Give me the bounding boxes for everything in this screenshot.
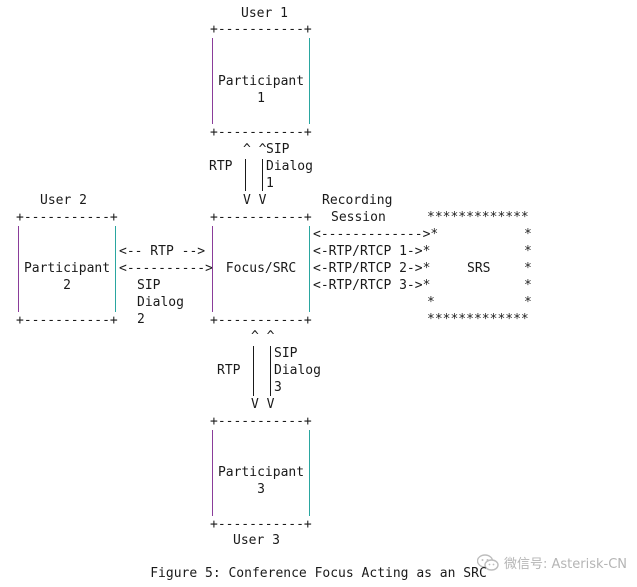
p2-left-bar	[18, 226, 19, 312]
top-down-arrows: V V	[243, 193, 267, 208]
p3-top-border: +-----------+	[210, 414, 312, 429]
p2-number: 2	[63, 278, 71, 293]
srs-right-star-4: *	[524, 278, 532, 293]
bottom-sip-line	[270, 346, 271, 396]
top-dialog-label: Dialog	[266, 159, 313, 174]
p3-bottom-border: +-----------+	[210, 517, 312, 532]
srs-arrow-rtp3: <-RTP/RTCP 3->*	[313, 278, 431, 293]
srs-arrow-recording: <------------->*	[313, 227, 439, 242]
p1-number: 1	[257, 91, 265, 106]
p2-name: Participant	[23, 261, 111, 276]
focus-bottom-border: +-----------+	[210, 313, 312, 328]
p3-right-bar	[309, 430, 310, 516]
srs-arrow-rtp2: <-RTP/RTCP 2->*	[313, 261, 431, 276]
user2-label: User 2	[40, 193, 87, 208]
srs-arrow-rtp1: <-RTP/RTCP 1->*	[313, 244, 431, 259]
left-rtp-arrow: <-- RTP -->	[119, 244, 206, 259]
p2-top-border: +-----------+	[16, 210, 118, 225]
focus-top-border: +-----------+	[210, 210, 312, 225]
left-sip-label: SIP	[137, 278, 161, 293]
bottom-sip-label: SIP	[274, 346, 298, 361]
focus-label: Focus/SRC	[225, 261, 297, 276]
top-up-arrows: ^ ^	[243, 142, 267, 157]
srs-right-star-1: *	[524, 227, 532, 242]
left-dialog-label: Dialog	[137, 295, 184, 310]
srs-top-border: *************	[427, 210, 529, 225]
top-rtp-line	[245, 159, 246, 191]
srs-right-star-2: *	[524, 244, 532, 259]
top-sip-line	[262, 159, 263, 191]
user3-label: User 3	[233, 533, 280, 548]
srs-right-star-3: *	[524, 261, 532, 276]
p3-number: 3	[257, 482, 265, 497]
bottom-dialog-number: 3	[274, 380, 282, 395]
p3-left-bar	[212, 430, 213, 516]
p1-left-bar	[212, 38, 213, 124]
srs-right-star-5: *	[524, 295, 532, 310]
bottom-rtp-label: RTP	[217, 363, 241, 378]
srs-left-star-5: *	[427, 295, 435, 310]
srs-label: SRS	[467, 261, 491, 276]
focus-right-bar	[309, 226, 310, 312]
wechat-icon	[476, 553, 499, 572]
p3-name: Participant	[217, 465, 305, 480]
p1-bottom-border: +-----------+	[210, 125, 312, 140]
focus-left-bar	[212, 226, 213, 312]
bottom-down-arrows: V V	[251, 397, 275, 412]
p2-bottom-border: +-----------+	[16, 313, 118, 328]
bottom-up-arrows: ^ ^	[251, 329, 275, 344]
watermark-text: 微信号: Asterisk-CN	[503, 557, 627, 572]
user1-label: User 1	[241, 6, 288, 21]
top-rtp-label: RTP	[209, 159, 233, 174]
wechat-watermark: 微信号: Asterisk-CN	[476, 553, 627, 572]
p1-top-border: +-----------+	[210, 22, 312, 37]
session-label: Session	[331, 210, 386, 225]
left-sip-arrow: <---------->	[119, 261, 213, 276]
top-dialog-number: 1	[266, 176, 274, 191]
recording-label: Recording	[322, 193, 393, 208]
srs-bottom-border: *************	[427, 312, 529, 327]
figure-caption: Figure 5: Conference Focus Acting as an …	[150, 566, 487, 581]
p1-right-bar	[309, 38, 310, 124]
p1-name: Participant	[217, 74, 305, 89]
bottom-dialog-label: Dialog	[274, 363, 321, 378]
left-dialog-number: 2	[137, 312, 145, 327]
bottom-rtp-line	[253, 346, 254, 396]
p2-right-bar	[115, 226, 116, 312]
top-sip-label: SIP	[266, 142, 290, 157]
